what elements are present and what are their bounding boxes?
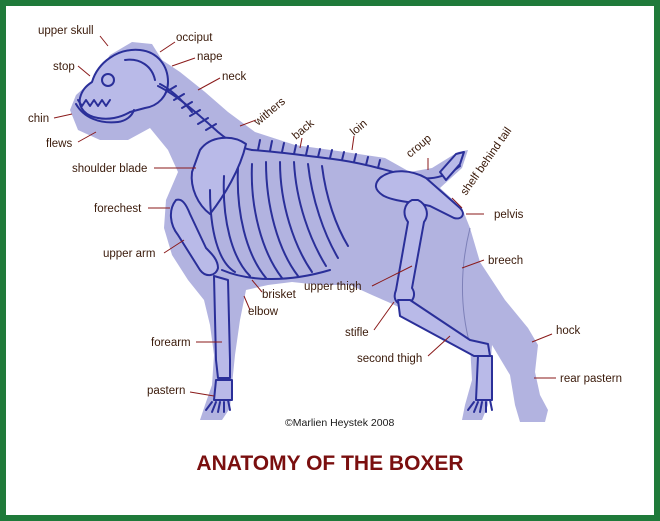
- shoulder-blade-bone: [190, 136, 247, 215]
- front-pastern-bone: [213, 379, 233, 401]
- label-stifle: stifle: [345, 327, 369, 339]
- label-breech: breech: [488, 255, 523, 267]
- label-flews: flews: [46, 138, 72, 150]
- label-stop: stop: [53, 61, 75, 73]
- jaw-bone: [75, 103, 135, 124]
- label-brisket: brisket: [262, 289, 297, 301]
- label-occiput: occiput: [176, 32, 213, 44]
- label-upper-arm: upper arm: [103, 248, 155, 260]
- label-withers: withers: [251, 96, 288, 129]
- upper-arm-bone: [170, 198, 219, 276]
- label-loin: loin: [348, 118, 369, 139]
- label-second-thigh: second thigh: [357, 353, 422, 365]
- label-forearm: forearm: [151, 337, 191, 349]
- diagram-title: ANATOMY OF THE BOXER: [196, 452, 463, 475]
- rear-pastern-bone: [475, 355, 493, 401]
- label-upper-thigh: upper thigh: [304, 281, 362, 293]
- label-croup: croup: [404, 133, 434, 161]
- second-thigh-bone: [397, 299, 491, 357]
- ribcage: [209, 161, 349, 279]
- copyright-text: ©Marlien Heystek 2008: [285, 417, 394, 429]
- label-neck: neck: [222, 71, 247, 83]
- front-toes: [205, 399, 231, 413]
- label-back: back: [290, 117, 317, 142]
- sternum: [221, 269, 331, 280]
- label-elbow: elbow: [248, 306, 279, 318]
- label-shoulder-blade: shoulder blade: [72, 163, 147, 175]
- forearm-bone: [213, 275, 231, 379]
- hind-leg-outline: [461, 227, 471, 346]
- teeth: [77, 99, 111, 107]
- rear-toes: [467, 399, 493, 413]
- tail-bone: [439, 151, 465, 181]
- skull-crest: [124, 58, 156, 81]
- label-shelf-behind-tail: shelf behind tail: [459, 125, 515, 197]
- pelvis-bone: [374, 170, 464, 220]
- leader-lines: [53, 35, 556, 397]
- label-forechest: forechest: [94, 203, 142, 215]
- label-hock: hock: [556, 325, 581, 337]
- label-pelvis: pelvis: [494, 209, 524, 221]
- label-chin: chin: [28, 113, 49, 125]
- label-rear-pastern: rear pastern: [560, 373, 622, 385]
- eye-socket: [101, 73, 115, 87]
- label-pastern: pastern: [147, 385, 185, 397]
- label-upper-skull: upper skull: [38, 25, 94, 37]
- label-nape: nape: [197, 51, 223, 63]
- dorsal-processes: [257, 139, 381, 169]
